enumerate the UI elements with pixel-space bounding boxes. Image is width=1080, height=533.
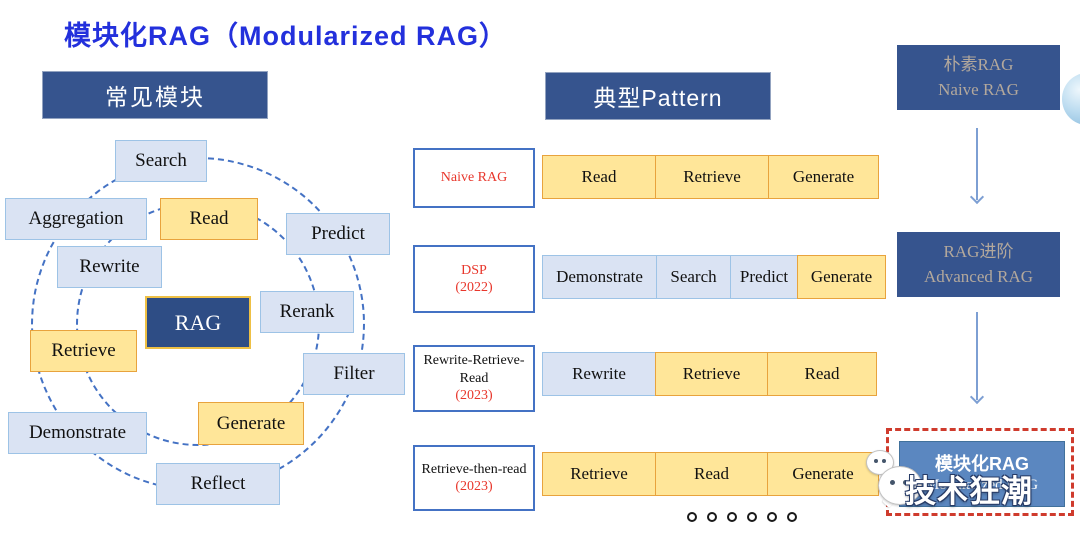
module-aggregation: Aggregation xyxy=(5,198,147,240)
dot xyxy=(707,512,717,522)
module-generate: Generate xyxy=(198,402,304,445)
dot xyxy=(767,512,777,522)
page-title: 模块化RAG（Modularized RAG） xyxy=(64,21,508,51)
dot xyxy=(727,512,737,522)
ellipsis-dots xyxy=(687,512,797,522)
evolution-zh: RAG进阶 xyxy=(943,241,1014,261)
dot xyxy=(787,512,797,522)
pattern-name: Rewrite-Retrieve-Read xyxy=(423,353,525,386)
module-filter: Filter xyxy=(303,353,405,395)
evolution-advanced-rag: RAG进阶 Advanced RAG xyxy=(897,232,1060,297)
pattern-year: (2023) xyxy=(455,479,493,494)
arrow-down-icon xyxy=(976,128,978,200)
step-cell: Retrieve xyxy=(655,155,769,199)
step-cell: Generate xyxy=(767,452,879,496)
step-cell: Generate xyxy=(797,255,886,299)
module-rewrite: Rewrite xyxy=(57,246,162,288)
step-cell: Retrieve xyxy=(542,452,656,496)
pattern-year: (2022) xyxy=(455,280,493,295)
pattern-steps-retrieve-then-read: Retrieve Read Generate xyxy=(542,452,879,496)
arrow-down-icon xyxy=(976,312,978,400)
wechat-bubble-icon xyxy=(878,466,922,505)
module-rerank: Rerank xyxy=(260,291,354,333)
module-reflect: Reflect xyxy=(156,463,280,505)
pattern-name: Naive RAG xyxy=(440,170,508,186)
evolution-zh: 模块化RAG xyxy=(935,453,1029,474)
step-cell: Demonstrate xyxy=(542,255,657,299)
evolution-en: Advanced RAG xyxy=(923,266,1034,286)
pattern-label-retrieve-then-read: Retrieve-then-read (2023) xyxy=(413,445,535,511)
evolution-en: Naive RAG xyxy=(938,79,1019,99)
module-predict: Predict xyxy=(286,213,390,255)
modularized-rag-highlight-frame: 模块化RAG Modularized RAG xyxy=(886,428,1074,516)
watermark-text: 技术狂潮 xyxy=(905,474,1033,509)
step-cell: Predict xyxy=(730,255,798,299)
pattern-steps-naive-rag: Read Retrieve Generate xyxy=(542,155,879,199)
pattern-name: DSP xyxy=(461,262,487,278)
pattern-label-rewrite-retrieve-read: Rewrite-Retrieve-Read (2023) xyxy=(413,345,535,412)
step-cell: Retrieve xyxy=(655,352,768,396)
step-cell: Generate xyxy=(768,155,879,199)
dot xyxy=(747,512,757,522)
module-demonstrate: Demonstrate xyxy=(8,412,147,454)
module-retrieve: Retrieve xyxy=(30,330,137,372)
sphere-decoration xyxy=(1062,73,1080,125)
evolution-modularized-rag: 模块化RAG Modularized RAG xyxy=(899,441,1065,507)
pattern-name: Retrieve-then-read xyxy=(421,461,527,477)
step-cell: Rewrite xyxy=(542,352,656,396)
step-cell: Search xyxy=(656,255,731,299)
common-modules-header: 常见模块 xyxy=(42,71,268,119)
step-cell: Read xyxy=(542,155,656,199)
pattern-label-dsp: DSP (2022) xyxy=(413,245,535,313)
evolution-en: Modularized RAG xyxy=(925,476,1039,493)
module-rag-center: RAG xyxy=(145,296,251,349)
module-read: Read xyxy=(160,198,258,240)
pattern-steps-dsp: Demonstrate Search Predict Generate xyxy=(542,255,886,299)
pattern-year: (2023) xyxy=(455,388,493,404)
step-cell: Read xyxy=(655,452,768,496)
step-cell: Read xyxy=(767,352,877,396)
dot xyxy=(687,512,697,522)
pattern-steps-rewrite-retrieve-read: Rewrite Retrieve Read xyxy=(542,352,877,396)
module-search: Search xyxy=(115,140,207,182)
evolution-naive-rag: 朴素RAG Naive RAG xyxy=(897,45,1060,110)
evolution-zh: 朴素RAG xyxy=(943,54,1014,74)
typical-pattern-header: 典型Pattern xyxy=(545,72,771,120)
pattern-label-naive-rag: Naive RAG xyxy=(413,148,535,208)
